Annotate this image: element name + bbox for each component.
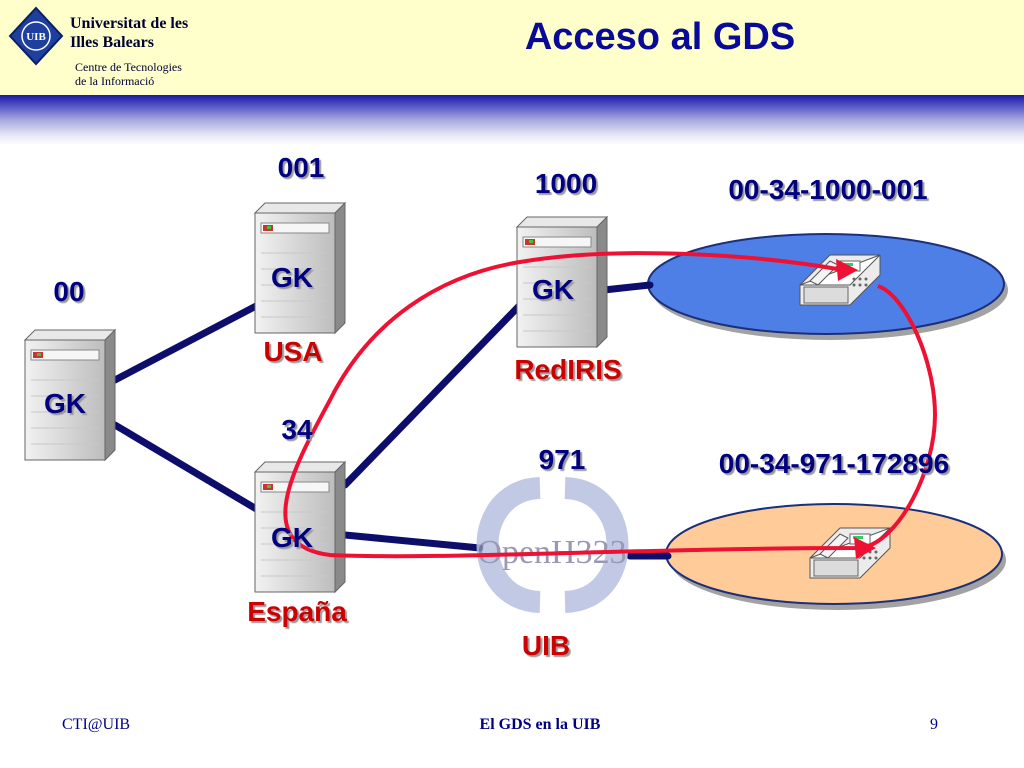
spain-gk: GK bbox=[271, 522, 313, 553]
link-root-usa bbox=[111, 301, 262, 384]
spain-code: 34 bbox=[281, 414, 313, 445]
header-bar bbox=[0, 0, 1024, 95]
footer-page-number: 9 bbox=[930, 716, 938, 733]
link-spain-rediris bbox=[341, 301, 524, 489]
phone-bottom-number: 00-34-971-172896 bbox=[718, 448, 950, 479]
header-gradient bbox=[0, 95, 1024, 145]
department-name: Centre de Tecnologies de la Informació bbox=[75, 60, 182, 88]
usa-name: USA bbox=[263, 336, 323, 367]
uib-name: UIB bbox=[521, 630, 571, 661]
rediris-code: 1000 bbox=[534, 168, 598, 199]
root-code: 00 bbox=[53, 276, 85, 307]
link-spain-uib bbox=[341, 531, 484, 552]
university-line-1: Universitat de les bbox=[70, 15, 189, 32]
uib-code: 971 bbox=[538, 444, 586, 475]
uib-logo: UIB bbox=[8, 6, 64, 66]
network-links bbox=[111, 281, 672, 560]
link-rediris-zone bbox=[600, 281, 654, 294]
slide-title: Acceso al GDS bbox=[524, 16, 796, 58]
openh323-logo: OpenH323 bbox=[476, 477, 629, 613]
usa-code: 001 bbox=[277, 152, 325, 183]
university-name: Universitat de les Illes Balears bbox=[70, 14, 188, 52]
department-line-1: Centre de Tecnologies bbox=[75, 60, 182, 74]
arrow-head-top bbox=[836, 259, 858, 281]
root-gk: GK bbox=[44, 388, 86, 419]
logo-text: UIB bbox=[26, 31, 46, 43]
phone-top-number: 00-34-1000-001 bbox=[728, 174, 928, 205]
footer-center: El GDS en la UIB bbox=[479, 716, 601, 733]
university-line-2: Illes Balears bbox=[70, 34, 154, 51]
usa-gk: GK bbox=[271, 262, 313, 293]
arrow-head-bottom bbox=[854, 537, 876, 559]
rediris-gk: GK bbox=[532, 274, 574, 305]
spain-name: España bbox=[247, 596, 347, 627]
footer-left: CTI@UIB bbox=[62, 716, 131, 733]
signal-path bbox=[283, 251, 938, 559]
department-line-2: de la Informació bbox=[75, 74, 155, 88]
rediris-name: RedIRIS bbox=[514, 354, 622, 385]
link-root-spain bbox=[111, 421, 262, 514]
